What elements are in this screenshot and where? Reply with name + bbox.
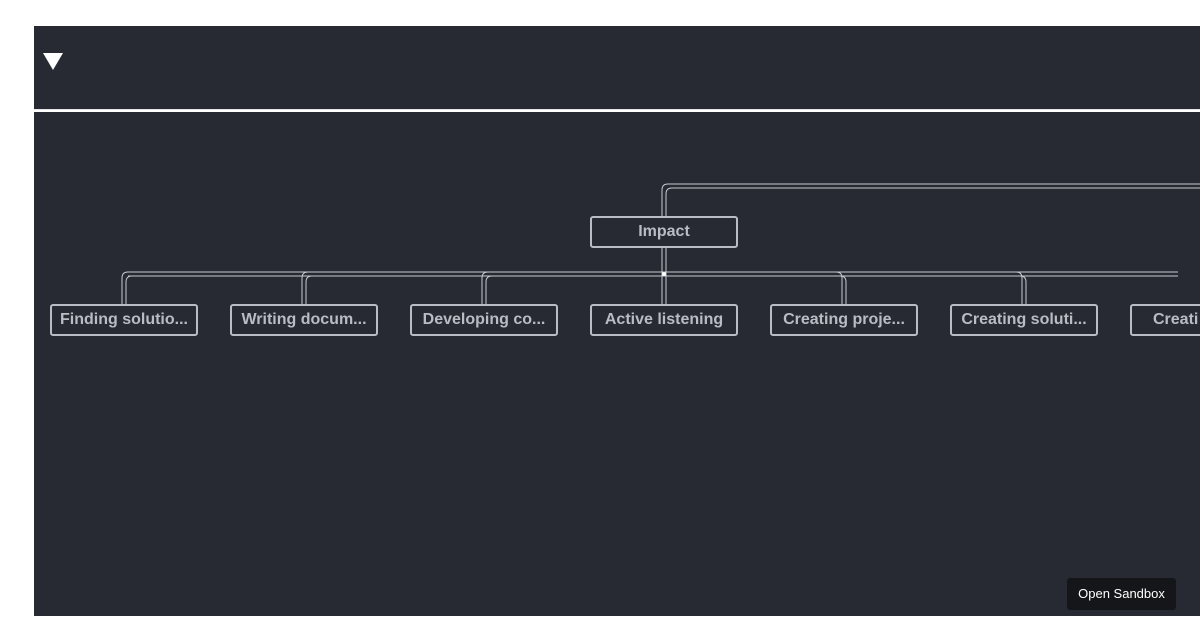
child-drop xyxy=(1019,275,1027,304)
node-creating-partial[interactable]: Creati xyxy=(1130,304,1200,336)
toolbar xyxy=(34,26,1200,110)
node-writing-documentation[interactable]: Writing docum... xyxy=(230,304,378,336)
child-drop xyxy=(301,271,309,304)
child-drop xyxy=(835,271,843,304)
parent-connector xyxy=(665,187,1200,216)
triangle-down-icon[interactable] xyxy=(43,53,63,70)
child-drop xyxy=(481,271,489,304)
child-drop xyxy=(839,275,847,304)
diagram-canvas[interactable]: Impact Finding solutio... Writing docum.… xyxy=(34,112,1200,616)
node-active-listening[interactable]: Active listening xyxy=(590,304,738,336)
child-drop xyxy=(305,275,313,304)
child-drop xyxy=(485,275,493,304)
child-drop xyxy=(125,275,133,304)
open-sandbox-button[interactable]: Open Sandbox xyxy=(1067,578,1176,610)
junction-dot xyxy=(662,272,666,276)
child-drop xyxy=(1015,271,1023,304)
child-drop xyxy=(121,271,129,304)
node-impact[interactable]: Impact xyxy=(590,216,738,248)
node-creating-solutions[interactable]: Creating soluti... xyxy=(950,304,1098,336)
connector-lines xyxy=(121,183,1200,304)
node-creating-projects[interactable]: Creating proje... xyxy=(770,304,918,336)
parent-connector xyxy=(661,183,1200,216)
node-finding-solutions[interactable]: Finding solutio... xyxy=(50,304,198,336)
node-developing-code[interactable]: Developing co... xyxy=(410,304,558,336)
